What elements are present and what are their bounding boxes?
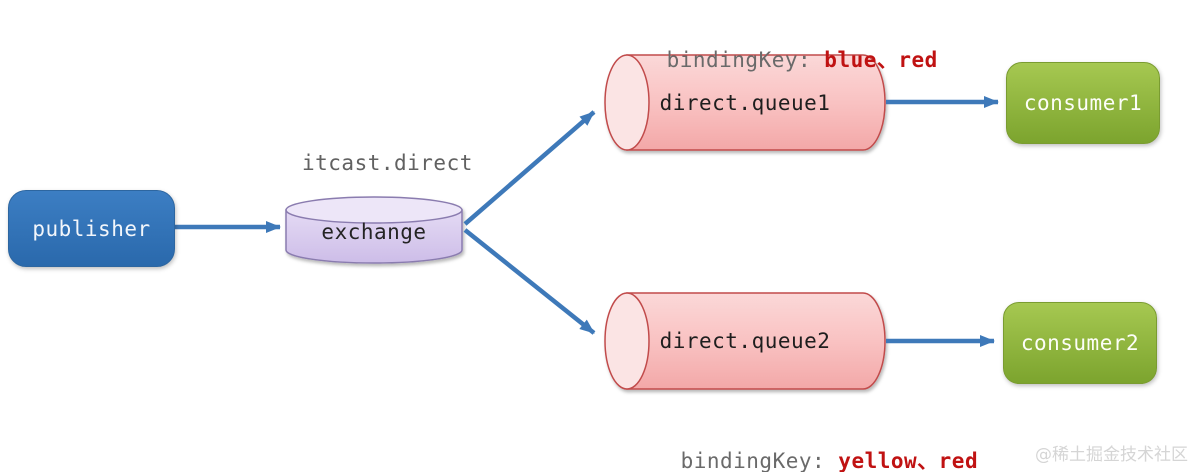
exchange-label: exchange	[321, 220, 427, 244]
queue1-label-wrap: direct.queue1	[627, 55, 863, 150]
queue2-label-wrap: direct.queue2	[627, 293, 863, 389]
queue1-label: direct.queue1	[659, 90, 831, 115]
queue2-binding-caption: bindingKey: yellow、red	[628, 421, 978, 472]
exchange-name-caption: itcast.direct	[302, 151, 473, 175]
queue1-binding-caption: bindingKey: blue、red	[614, 20, 938, 98]
exchange-label-wrap: exchange	[286, 206, 462, 258]
binding-prefix: bindingKey:	[680, 449, 839, 472]
publisher-label: publisher	[32, 216, 151, 241]
consumer1-node: consumer1	[1006, 62, 1160, 144]
consumer2-node: consumer2	[1003, 302, 1157, 384]
queue2-label: direct.queue2	[659, 329, 831, 353]
consumer1-label: consumer1	[1023, 91, 1143, 115]
binding-keys: yellow、red	[838, 449, 979, 472]
arrow-exchange-to-queue1	[463, 110, 596, 226]
exchange-cylinder	[285, 196, 463, 264]
queue1-cylinder	[604, 54, 886, 151]
queue2-cylinder	[604, 292, 886, 390]
consumer2-label: consumer2	[1020, 331, 1140, 355]
binding-prefix: bindingKey:	[666, 48, 825, 72]
binding-keys: blue、red	[824, 48, 938, 72]
publisher-node: publisher	[8, 190, 175, 267]
watermark: @稀土掘金技术社区	[1035, 445, 1188, 465]
arrow-exchange-to-queue2	[463, 228, 596, 335]
